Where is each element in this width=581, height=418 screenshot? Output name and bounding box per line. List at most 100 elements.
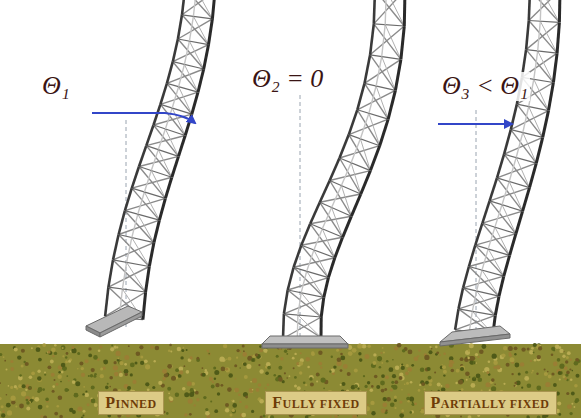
tower-member xyxy=(380,119,389,146)
ground-speck xyxy=(189,413,192,416)
ground-speck xyxy=(225,368,228,371)
tower-member xyxy=(526,50,553,83)
tower-member xyxy=(301,224,310,246)
tower-member xyxy=(374,0,405,24)
tower-member xyxy=(288,290,322,317)
tower-member xyxy=(401,26,404,59)
ground-speck xyxy=(567,351,571,355)
ground-speck xyxy=(44,371,46,373)
ground-speck xyxy=(251,355,253,357)
tower-member xyxy=(179,65,185,87)
ground-speck xyxy=(48,351,52,355)
ground-speck xyxy=(212,381,214,383)
ground-speck xyxy=(188,399,193,404)
ground-speck xyxy=(245,405,249,409)
ground-speck xyxy=(111,345,113,347)
ground-speck xyxy=(251,358,255,362)
ground-speck xyxy=(483,371,485,373)
tower-member xyxy=(376,86,388,119)
tower-member xyxy=(146,267,150,293)
tower-member xyxy=(113,243,154,260)
ground-speck xyxy=(196,357,199,360)
ground-speck xyxy=(61,363,66,368)
tower-member xyxy=(385,25,401,60)
tower-member xyxy=(105,287,108,316)
ground-speck xyxy=(179,370,183,374)
ground-speck xyxy=(202,373,206,377)
ground-speck xyxy=(297,386,301,390)
tower-member xyxy=(475,234,516,245)
ground-speck xyxy=(421,382,425,386)
tower-member xyxy=(139,156,179,166)
ground-speck xyxy=(34,397,39,402)
ground-speck xyxy=(258,383,262,387)
ground-speck xyxy=(469,343,474,348)
ground-speck xyxy=(439,354,441,356)
ground-speck xyxy=(214,409,218,413)
tower-member xyxy=(504,255,510,276)
ground-speck xyxy=(460,367,464,371)
tower-member xyxy=(301,237,342,245)
ground-speck xyxy=(567,406,569,408)
ground-speck xyxy=(442,366,445,369)
tower-member xyxy=(360,113,369,139)
ground-speck xyxy=(394,396,397,399)
ground-speck xyxy=(205,408,208,411)
ground-speck xyxy=(167,364,172,369)
ground-speck xyxy=(232,409,235,412)
ground-speck xyxy=(452,361,455,364)
ground-speck xyxy=(25,362,29,366)
support-type: FULLY FIXED xyxy=(272,394,359,412)
ground-speck xyxy=(558,413,561,416)
tower-member xyxy=(320,181,330,203)
ground-speck xyxy=(443,374,445,376)
ground-speck xyxy=(311,351,315,355)
ground-speck xyxy=(0,353,2,356)
ground-speck xyxy=(181,349,184,352)
ground-speck xyxy=(386,409,388,411)
ground-speck xyxy=(525,371,528,374)
ground-speck xyxy=(382,347,384,349)
ground-speck xyxy=(226,359,228,361)
ground-speck xyxy=(219,357,224,362)
tower-member xyxy=(523,133,537,164)
ground-speck xyxy=(510,357,515,362)
ground-speck xyxy=(370,388,374,392)
ground-speck xyxy=(180,356,183,359)
ground-speck xyxy=(213,367,216,370)
tower-member xyxy=(495,296,499,315)
tower-member xyxy=(385,0,386,25)
tower-member xyxy=(301,271,307,293)
ground-speck xyxy=(278,377,283,382)
ground-speck xyxy=(215,383,219,387)
ground-speck xyxy=(551,353,554,356)
tower-member xyxy=(283,317,321,339)
ground-speck xyxy=(87,403,90,406)
tower-member xyxy=(403,0,407,26)
angle-label: Θ₂ = 0 xyxy=(250,65,325,94)
ground-speck xyxy=(284,350,287,353)
ground-speck xyxy=(266,362,271,367)
ground-speck xyxy=(294,353,296,355)
ground-speck xyxy=(45,398,49,402)
ground-speck xyxy=(175,393,179,397)
ground-speck xyxy=(363,375,365,377)
ground-speck xyxy=(29,376,33,380)
ground-speck xyxy=(310,383,314,387)
ground-speck xyxy=(255,353,258,356)
ground-speck xyxy=(136,352,141,357)
ground-speck xyxy=(6,369,8,371)
ground-speck xyxy=(482,344,487,349)
ground-speck xyxy=(190,356,193,359)
ground-speck xyxy=(506,363,510,367)
ground-speck xyxy=(265,371,269,375)
ground-speck xyxy=(514,346,518,350)
ground-speck xyxy=(469,376,471,378)
ground-speck xyxy=(223,344,227,348)
tower-member xyxy=(541,0,559,22)
ground-speck xyxy=(0,411,1,414)
ground-speck xyxy=(371,411,375,415)
ground-speck xyxy=(37,377,42,382)
ground-speck xyxy=(58,375,62,379)
ground-speck xyxy=(31,347,33,349)
